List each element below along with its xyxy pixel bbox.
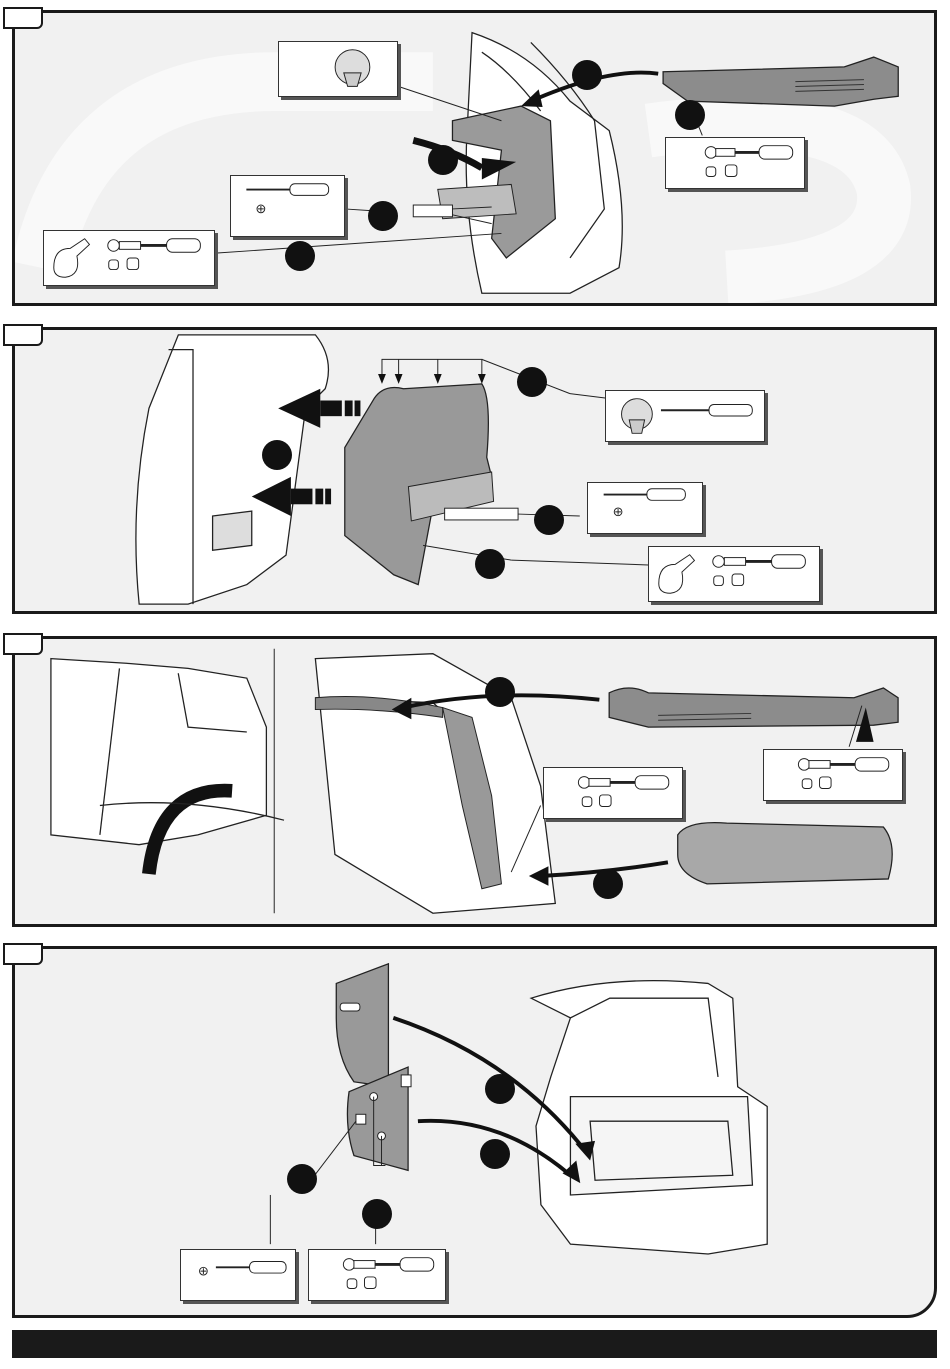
step-marker [572,60,602,90]
bracket-wrench-tool-box [648,546,820,602]
socket-wrench-icon [309,1250,445,1300]
step-marker [428,145,458,175]
bracket-wrench-tool-box [43,230,215,286]
clip-screwdriver-tool-box [605,390,765,442]
upper-trim-piece [663,57,898,106]
bracket-icon [649,547,819,601]
trim-cushion [678,823,892,884]
panel-3-tab [3,633,43,655]
step-marker [262,440,292,470]
step-marker [480,1139,510,1169]
step-marker [534,505,564,535]
step-panel-2 [12,327,937,614]
screwdriver-tool-box [180,1249,296,1301]
step-marker [285,241,315,271]
step-marker [368,201,398,231]
step-panel-3 [12,636,937,927]
step-marker [287,1164,317,1194]
socket-wrench-tool-box [543,767,683,819]
socket-wrench-icon [544,768,682,818]
socket-wrench-tool-box [308,1249,446,1301]
panel-1-tab [3,7,43,29]
cover-panel [336,964,388,1087]
footer-bar [12,1330,937,1358]
panel-4-tab [3,943,43,965]
socket-wrench-tool-box [763,749,903,801]
step-marker [362,1199,392,1229]
clip-tool-box [278,41,398,97]
socket-wrench-icon [764,750,902,800]
step-marker [485,677,515,707]
socket-wrench-icon [666,138,804,188]
screwdriver-icon [231,176,344,236]
bracket-icon [44,231,214,285]
panel-4-illustration [15,949,934,1315]
screwdriver-tool-box [230,175,345,237]
panel-2-tab [3,324,43,346]
upper-trim-piece [609,688,898,727]
step-marker [485,1074,515,1104]
step-panel-4 [12,946,937,1318]
step-marker [675,100,705,130]
screwdriver-icon [181,1250,295,1300]
step-marker [475,549,505,579]
step-marker [593,869,623,899]
step-panel-1 [12,10,937,306]
step-marker [517,367,547,397]
screwdriver-tool-box [587,482,703,534]
socket-wrench-tool-box [665,137,805,189]
screwdriver-icon [588,483,702,533]
